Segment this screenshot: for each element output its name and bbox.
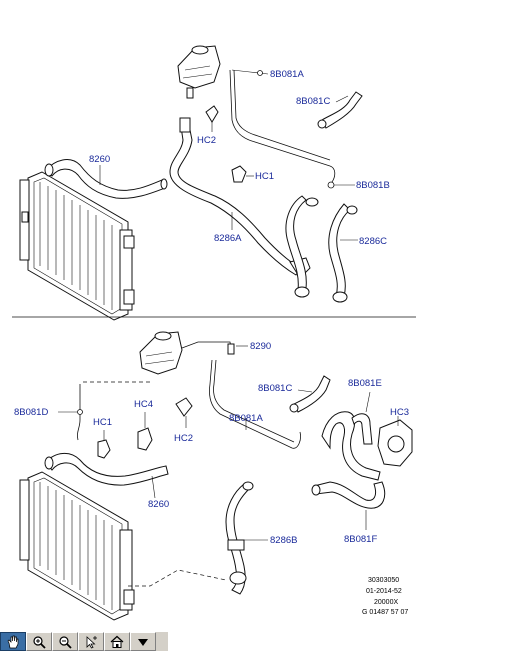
clip-hc4: HC4 xyxy=(134,399,153,451)
hose-8290: 8290 xyxy=(181,341,271,355)
menu-dropdown-button[interactable] xyxy=(130,632,156,651)
reference-block: 30303050 01-2014-52 20000X G 01487 57 07 xyxy=(362,577,408,616)
bottom-diagram: 8260 8290 8B081A 8B081C xyxy=(14,331,413,621)
hose-8260-top: 8260 xyxy=(44,154,168,199)
hose-8286c-pair: 8286C xyxy=(285,195,387,303)
connection-dashed-line xyxy=(128,569,227,587)
clip-hc1-bottom: HC1 xyxy=(93,417,112,459)
zoom-in-button[interactable] xyxy=(26,632,52,651)
pan-tool-button[interactable] xyxy=(0,632,26,651)
label-8b081e: 8B081E xyxy=(348,378,382,389)
label-8b081f: 8B081F xyxy=(344,534,377,545)
label-8260-bottom: 8260 xyxy=(148,499,169,510)
label-8b081c-bottom: 8B081C xyxy=(258,383,292,394)
label-8b081b-top: 8B081B xyxy=(356,180,390,191)
label-8b081a-top: 8B081A xyxy=(270,69,304,80)
ref-line-3: 20000X xyxy=(374,599,398,606)
zoom-out-button[interactable] xyxy=(52,632,78,651)
label-hc1-top: HC1 xyxy=(255,171,274,182)
home-icon xyxy=(110,635,124,648)
triangle-down-icon xyxy=(138,638,148,646)
home-button[interactable] xyxy=(104,632,130,651)
zoom-in-icon xyxy=(33,635,46,649)
label-8260-top: 8260 xyxy=(89,154,110,165)
expansion-tank-top xyxy=(177,45,221,99)
pipe-8b081d: 8B081D xyxy=(14,381,150,441)
label-hc1-bottom: HC1 xyxy=(93,417,112,428)
label-8b081d: 8B081D xyxy=(14,407,48,418)
ref-line-4: G 01487 57 07 xyxy=(362,609,408,616)
label-8b081a-bottom: 8B081A xyxy=(229,413,263,424)
zoom-out-icon xyxy=(59,635,72,649)
label-hc3: HC3 xyxy=(390,407,409,418)
expansion-tank-bottom xyxy=(139,331,183,375)
pointer-icon xyxy=(86,635,97,649)
pipe-8b081b-top: 8B081B xyxy=(327,180,390,191)
label-8290: 8290 xyxy=(250,341,271,352)
hose-8260-bottom: 8260 xyxy=(44,453,169,510)
hose-8286a: 8286A xyxy=(169,117,311,279)
select-tool-button[interactable] xyxy=(78,632,104,651)
pipe-8b081c-bottom: 8B081C xyxy=(258,375,331,413)
label-hc4: HC4 xyxy=(134,399,153,410)
ref-line-1: 30303050 xyxy=(368,577,399,584)
coolant-hose-diagram: 8260 8286A 8286C xyxy=(12,45,416,621)
clip-hc2-bottom: HC2 xyxy=(174,397,193,444)
label-hc2-top: HC2 xyxy=(197,135,216,146)
hose-8286b: 8286B xyxy=(225,481,297,595)
viewer-toolbar xyxy=(0,631,168,651)
clip-hc1-top: HC1 xyxy=(231,165,274,183)
pipe-8b081a-top: 8B081A xyxy=(229,69,336,183)
radiator-top xyxy=(19,171,135,321)
clip-hc2-top: HC2 xyxy=(197,105,219,146)
label-8286c: 8286C xyxy=(359,236,387,247)
label-hc2-bottom: HC2 xyxy=(174,433,193,444)
hand-icon xyxy=(7,635,19,648)
pipe-8b081a-bottom: 8B081A xyxy=(209,359,301,449)
radiator-bottom xyxy=(19,471,135,621)
label-8286a: 8286A xyxy=(214,233,242,244)
top-diagram: 8260 8286A 8286C xyxy=(19,45,390,321)
label-8286b: 8286B xyxy=(270,535,297,546)
label-8b081c-top: 8B081C xyxy=(296,96,330,107)
ref-line-2: 01-2014-52 xyxy=(366,588,402,595)
pipe-8b081e-assembly: 8B081E HC3 8B081F xyxy=(311,378,413,545)
pipe-8b081c-top: 8B081C xyxy=(296,91,363,129)
